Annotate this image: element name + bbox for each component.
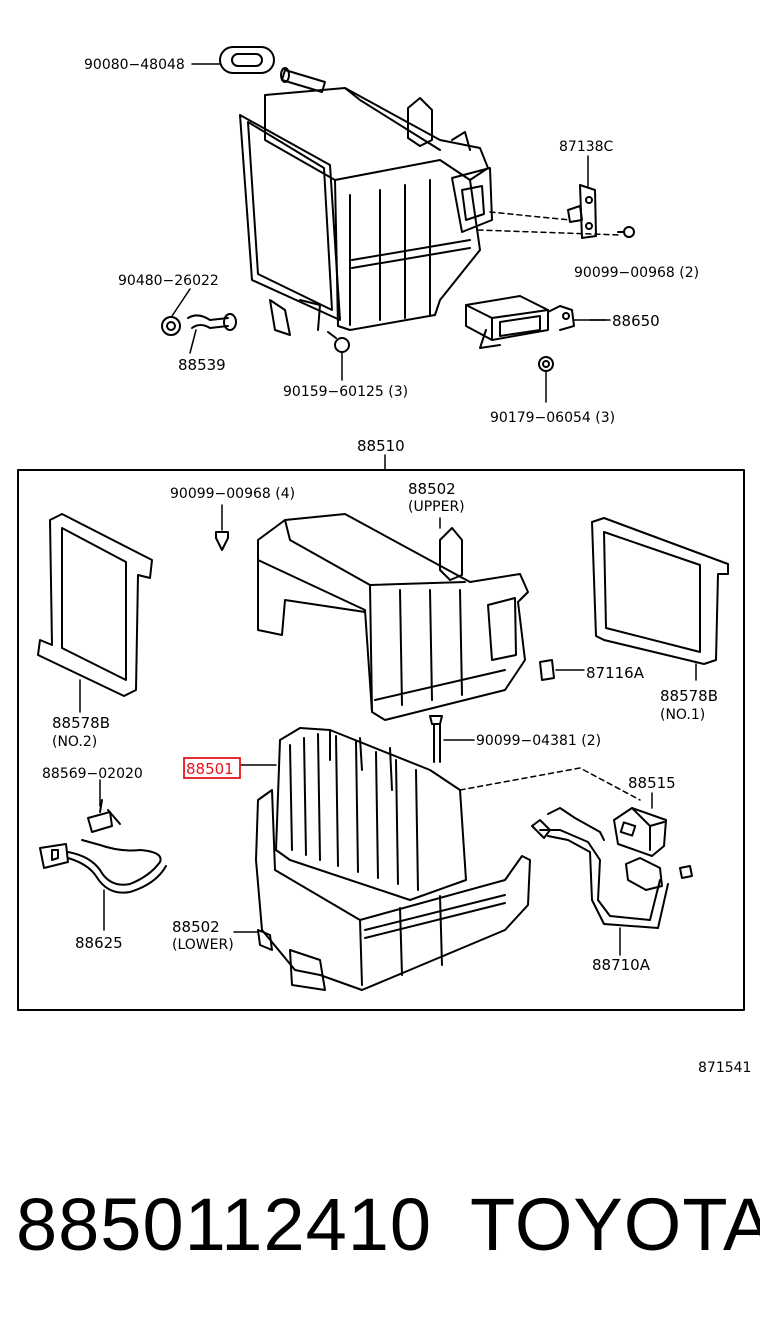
label-87138c: 87138C — [559, 139, 614, 155]
label-88578b-no1: 88578B — [660, 687, 718, 705]
label-88515: 88515 — [628, 774, 676, 792]
part-number: 8850112410 — [16, 1183, 433, 1266]
label-88502-upper: 88502 — [408, 480, 456, 498]
highlight-box — [183, 757, 241, 779]
label-90080: 90080−48048 — [84, 57, 185, 73]
label-88578b-no2: 88578B — [52, 714, 110, 732]
figure-id: 871541 — [698, 1060, 751, 1076]
brand-name: TOYOTA — [470, 1183, 760, 1266]
label-88625: 88625 — [75, 934, 123, 952]
label-87116a: 87116A — [586, 664, 645, 682]
label-88650: 88650 — [612, 312, 660, 330]
label-88502-lower: 88502 — [172, 918, 220, 936]
top-unit-drawing — [161, 46, 635, 403]
box-contents-drawing — [37, 504, 729, 991]
label-no2: (NO.2) — [52, 734, 97, 750]
label-88539: 88539 — [178, 356, 226, 374]
label-90480: 90480−26022 — [118, 273, 219, 289]
assembly-box — [17, 469, 745, 1011]
label-90099-b: 90099−00968 (4) — [170, 486, 295, 502]
label-no1: (NO.1) — [660, 707, 705, 723]
label-90099-a: 90099−00968 (2) — [574, 265, 699, 281]
label-88710a: 88710A — [592, 956, 651, 974]
label-lower: (LOWER) — [172, 937, 234, 953]
label-90159: 90159−60125 (3) — [283, 384, 408, 400]
label-90099-c: 90099−04381 (2) — [476, 733, 601, 749]
label-90179: 90179−06054 (3) — [490, 410, 615, 426]
label-88569: 88569−02020 — [42, 766, 143, 782]
label-upper: (UPPER) — [408, 499, 465, 515]
labels: 90080−48048 87138C 90480−26022 90099−009… — [42, 57, 751, 1076]
label-88510: 88510 — [357, 437, 405, 455]
label-88501: 88501 — [186, 760, 234, 778]
